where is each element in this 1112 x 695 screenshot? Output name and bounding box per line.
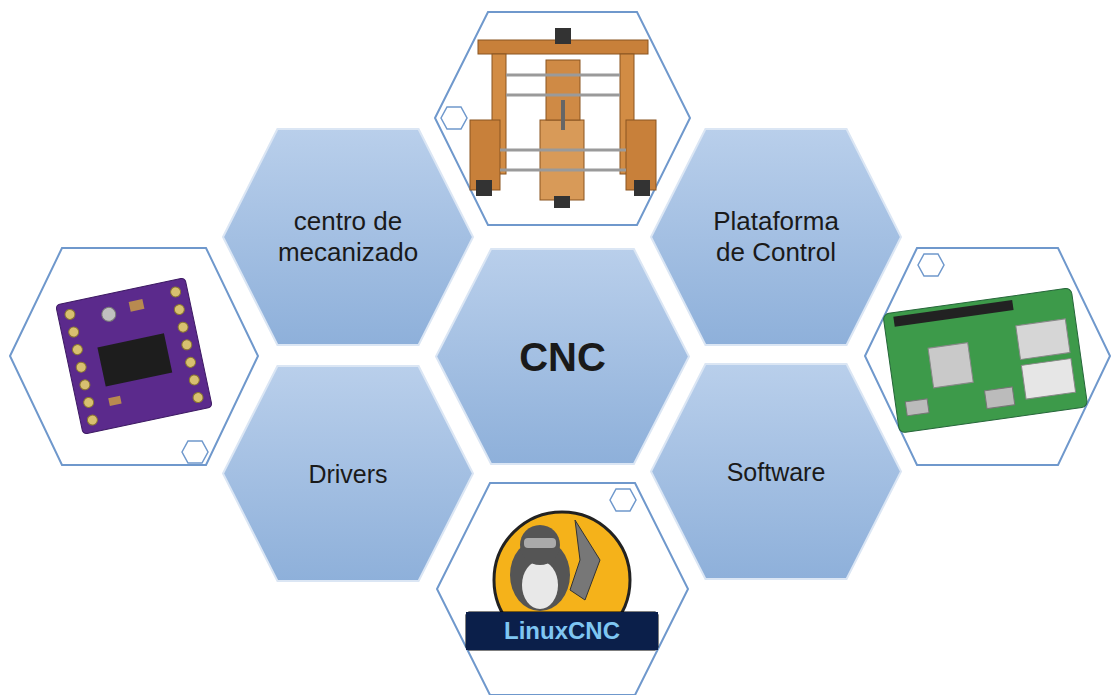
node-label: CNC — [519, 333, 606, 381]
small-hexagon — [441, 107, 467, 129]
image-hexagon — [437, 483, 688, 695]
small-hexagon — [610, 489, 636, 511]
machine-picture — [470, 28, 656, 208]
logo-picture — [466, 512, 658, 650]
hexagon-node: Drivers — [222, 365, 474, 582]
node-label: Plataforma de Control — [698, 206, 854, 268]
node-label: centro de mecanizado — [270, 206, 426, 268]
small-hexagon — [182, 441, 208, 463]
node-label: Software — [727, 457, 826, 487]
board-picture — [883, 288, 1088, 433]
hexagon-node: centro de mecanizado — [222, 128, 474, 346]
image-hexagon — [10, 248, 258, 465]
image-hexagon — [435, 12, 690, 225]
hexagon-node: CNC — [435, 248, 690, 465]
image-hexagon — [865, 248, 1110, 465]
node-label: Drivers — [308, 459, 387, 489]
logo-text: LinuxCNC — [466, 612, 658, 650]
hexagon-node: Software — [650, 363, 902, 580]
driver-board-picture — [56, 278, 213, 435]
small-hexagon — [918, 254, 944, 276]
hexagon-node: Plataforma de Control — [650, 128, 902, 346]
